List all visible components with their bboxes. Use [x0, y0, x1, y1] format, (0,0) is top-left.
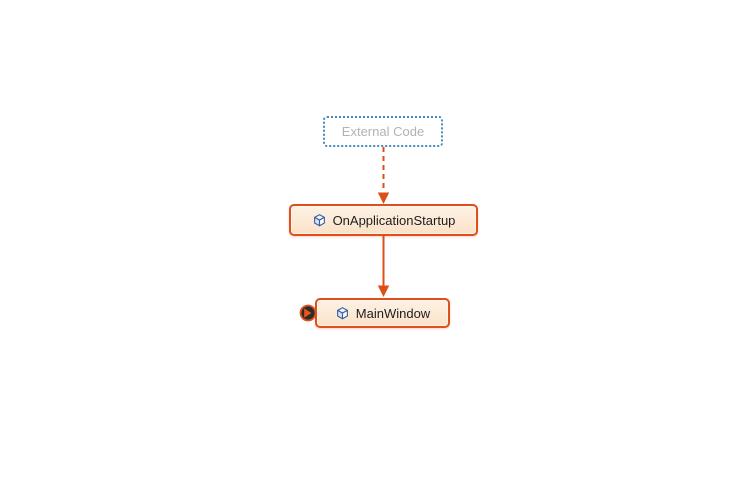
edge-onapplicationstartup-to-mainwindow[interactable] — [377, 236, 390, 297]
cube-icon — [312, 213, 327, 228]
node-label: OnApplicationStartup — [332, 212, 456, 228]
edge-externalcode-to-onapplicationstartup[interactable] — [377, 147, 390, 204]
node-label: MainWindow — [355, 305, 431, 321]
node-mainwindow[interactable]: MainWindow — [315, 298, 450, 328]
cube-icon — [335, 306, 350, 321]
node-onapplicationstartup[interactable]: OnApplicationStartup — [289, 204, 478, 236]
node-external-code[interactable]: External Code — [323, 116, 443, 147]
node-label: External Code — [341, 124, 425, 139]
expand-node-icon[interactable] — [299, 304, 317, 322]
